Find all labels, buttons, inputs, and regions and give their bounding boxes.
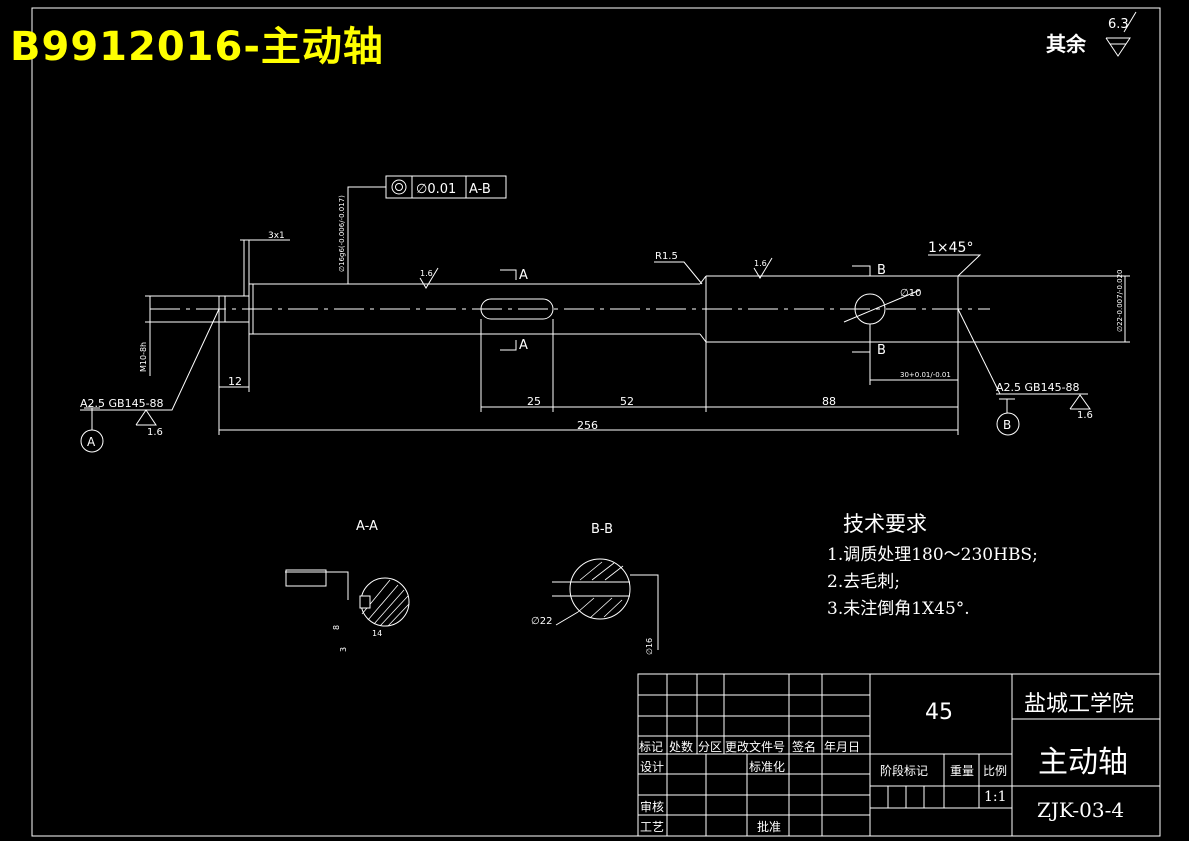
dim-30: 30+0.01/-0.01 (900, 371, 951, 379)
datum-a-label: A (87, 435, 96, 449)
dim-88: 88 (822, 395, 836, 408)
tech-requirements-title: 技术要求 (843, 512, 927, 536)
school-name: 盐城工学院 (1024, 692, 1135, 717)
tb-review: 审核 (640, 800, 665, 814)
tb-header-zone: 分区 (698, 740, 723, 754)
drawing-frame (31, 7, 1161, 837)
tb-header-date: 年月日 (824, 740, 861, 754)
dim-chamfer: 1×45° (928, 240, 973, 256)
tech-item-3: 3.未注倒角1X45°. (827, 599, 970, 619)
material-value: 45 (925, 700, 953, 725)
dim-12: 12 (228, 375, 242, 388)
section-bb-dia: ∅22 (531, 616, 552, 627)
scale-value: 1:1 (984, 789, 1007, 805)
dim-256: 256 (577, 419, 598, 432)
section-bb-title: B-B (591, 522, 613, 537)
section-aa: A-A 8 14 3 (285, 519, 410, 652)
dim-52: 52 (620, 395, 634, 408)
dim-groove: 3x1 (268, 231, 285, 241)
tb-approve: 批准 (757, 820, 782, 834)
section-a-bottom: A (519, 338, 528, 353)
drawing-title: B9912016-主动轴 (10, 24, 384, 70)
tech-item-1: 1.调质处理180～230HBS; (827, 545, 1038, 565)
section-aa-d3: 3 (339, 647, 348, 652)
surface-rest-label: 其余 (1046, 32, 1086, 56)
part-name: 主动轴 (1038, 745, 1128, 780)
roughness-right-value: 1.6 (754, 259, 767, 268)
dim-fillet: R1.5 (655, 251, 678, 262)
dimension-texts: 256 12 25 52 88 30+0.01/-0.01 ∅10 R1.5 1… (80, 195, 1124, 432)
center-left-label: A2.5 GB145-88 (80, 397, 164, 410)
roughness-symbols (135, 11, 1137, 426)
tolerance-datum: A-B (469, 182, 491, 197)
tb-stage: 阶段标记 (880, 764, 929, 778)
title-block-lines (637, 673, 1161, 837)
dim-thread-left: M10-8h (139, 342, 148, 372)
tech-item-2: 2.去毛刺; (827, 572, 900, 592)
drawing-number: ZJK-03-4 (1037, 798, 1125, 822)
section-aa-d1: 8 (332, 625, 341, 630)
section-aa-title: A-A (356, 519, 378, 534)
section-bb-d2: ∅16 (645, 638, 654, 655)
dim-25: 25 (527, 395, 541, 408)
tb-weight: 重量 (950, 764, 975, 778)
center-right-label: A2.5 GB145-88 (996, 381, 1080, 394)
dim-right-dia: ∅22-0.007/-0.020 (1116, 270, 1124, 333)
tb-process: 工艺 (640, 820, 665, 834)
tolerance-frame: ∅0.01 A-B (347, 175, 507, 284)
tolerance-value: ∅0.01 (416, 182, 456, 197)
tb-standard: 标准化 (749, 760, 786, 774)
tb-header-mark: 标记 (639, 740, 664, 754)
datum-b: B (996, 398, 1020, 436)
tb-header-count: 处数 (669, 740, 694, 754)
roughness-left-value: 1.6 (147, 427, 163, 438)
section-b-bottom: B (877, 343, 886, 358)
roughness-mid-value: 1.6 (420, 269, 433, 278)
datum-b-label: B (1003, 418, 1011, 432)
datum-a: A (80, 407, 104, 453)
roughness-right-center-value: 1.6 (1077, 410, 1093, 421)
tb-design: 设计 (640, 760, 665, 774)
section-b-top: B (877, 263, 886, 278)
tb-header-sign: 签名 (792, 740, 817, 754)
section-bb: B-B ∅22 ∅16 (531, 522, 659, 655)
tb-header-change: 更改文件号 (725, 740, 786, 754)
dim-diameter-left: ∅16g6(-0.006/-0.017) (338, 195, 346, 272)
dimension-lines (80, 239, 1130, 435)
section-a-top: A (519, 268, 528, 283)
dim-hole: ∅10 (900, 288, 921, 299)
surface-rest-value: 6.3 (1108, 17, 1129, 32)
tb-ratio: 比例 (983, 764, 1008, 778)
section-aa-d2: 14 (372, 629, 382, 638)
